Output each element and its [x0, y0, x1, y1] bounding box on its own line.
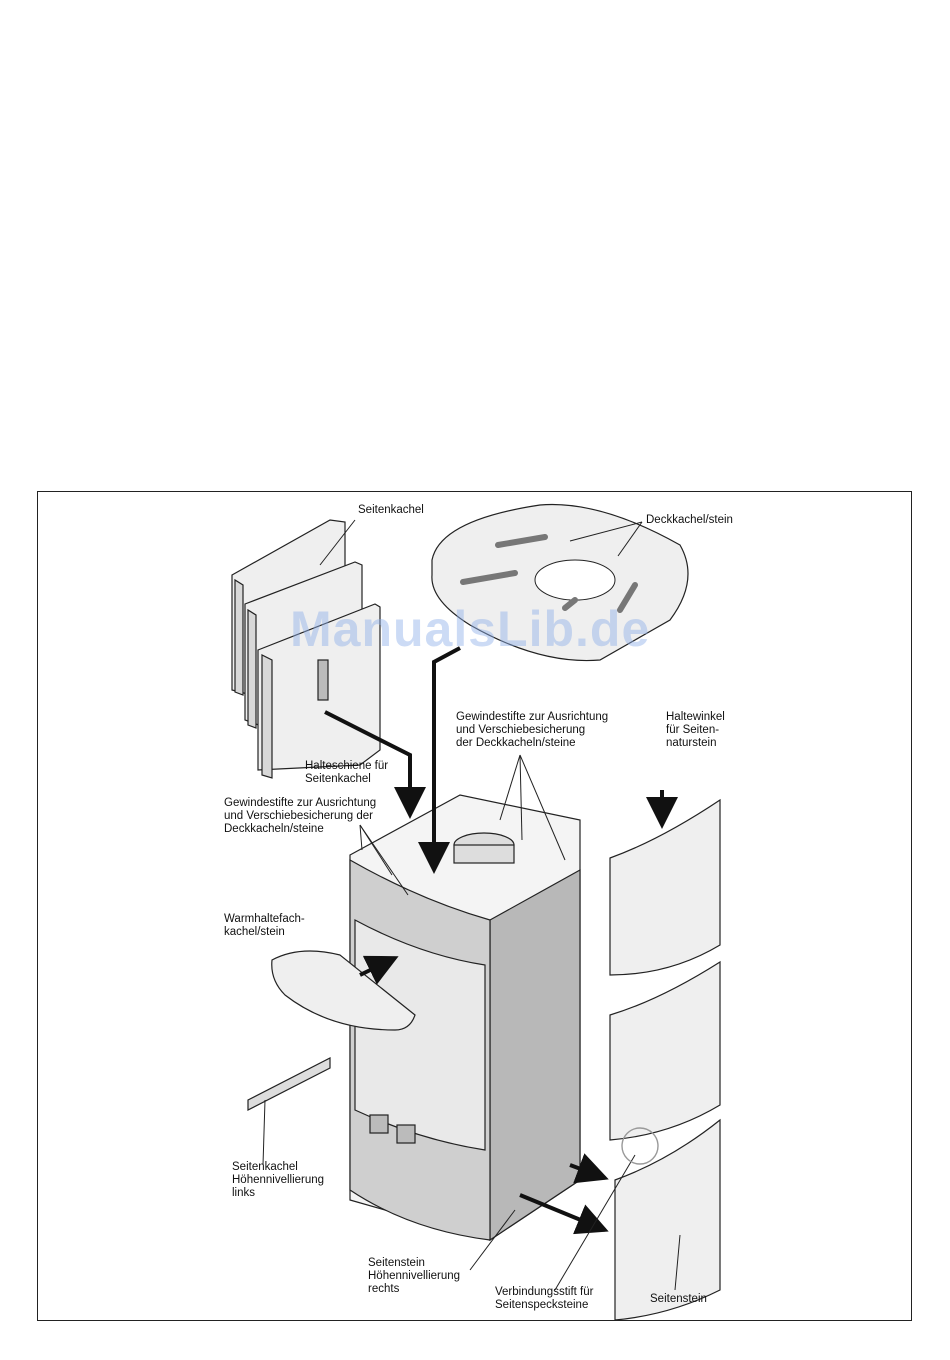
label-seitenstein: Seitenstein	[650, 1293, 707, 1305]
label-seitenstein-rechts: Seitenstein Höhennivellierung rechts	[368, 1257, 461, 1295]
top-tile	[431, 503, 689, 662]
assembly-arrows	[324, 646, 678, 1235]
side-tiles-group	[231, 519, 381, 779]
label-haltewinkel: Haltewinkel für Seiten- naturstein	[666, 711, 725, 749]
watermark: ManualsLib.de	[290, 601, 651, 657]
leveling-bracket-left	[247, 1057, 331, 1111]
leader-lines	[262, 519, 681, 1291]
side-stone-panels	[609, 798, 721, 1321]
detail-circle	[621, 1127, 659, 1165]
label-warmhaltefach: Warmhaltefach- kachel/stein	[224, 913, 305, 938]
label-seitenkachel-links: Seitenkachel Höhennivellierung links	[232, 1161, 325, 1199]
figure-frame	[37, 491, 912, 1321]
label-gewindestifte-right: Gewindestifte zur Ausrichtung und Versch…	[456, 711, 609, 749]
stove-body	[349, 794, 581, 1242]
warming-compartment-tile	[271, 950, 416, 1031]
label-deckkachel: Deckkachel/stein	[646, 514, 733, 526]
label-gewindestifte-left: Gewindestifte zur Ausrichtung und Versch…	[224, 797, 377, 835]
label-verbindungsstift: Verbindungsstift für Seitenspecksteine	[495, 1286, 594, 1311]
label-seitenkachel: Seitenkachel	[358, 504, 424, 516]
label-halteschiene: Halteschiene für Seitenkachel	[305, 760, 389, 785]
